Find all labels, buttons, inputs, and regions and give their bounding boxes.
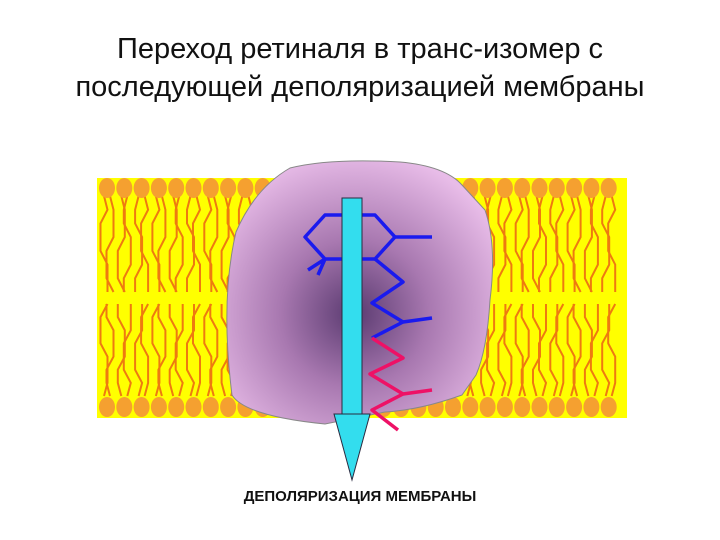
lipid-head: [220, 178, 237, 198]
lipid-head: [583, 178, 600, 198]
lipid-tail: [140, 195, 150, 292]
lipid-head: [133, 178, 150, 198]
lipid-tail: [572, 195, 582, 293]
lipid-tail: [520, 195, 530, 293]
slide-title: Переход ретиналя в транс-изомер с послед…: [0, 30, 720, 106]
lipid-tail: [105, 195, 115, 293]
lipid-tail: [607, 195, 617, 292]
lipid-tail: [174, 195, 184, 292]
title-line-2: последующей деполяризацией мембраны: [75, 71, 645, 103]
lipid-head: [237, 178, 254, 198]
lipid-head: [479, 397, 496, 417]
lipid-head: [202, 178, 219, 198]
lipid-head: [531, 397, 548, 417]
lipid-head: [220, 397, 237, 417]
lipid-tail: [192, 195, 202, 292]
lipid-head: [548, 178, 565, 198]
lipid-head: [202, 397, 219, 417]
lipid-head: [150, 397, 167, 417]
lipid-head: [99, 178, 115, 198]
lipid-tail: [607, 303, 617, 397]
lipid-head: [168, 178, 185, 198]
lipid-head: [185, 397, 202, 417]
depolarization-arrow: [333, 197, 371, 482]
lipid-tail: [157, 304, 167, 397]
lipid-head: [531, 178, 548, 198]
lipid-head: [600, 397, 617, 417]
lipid-head: [150, 178, 167, 198]
lipid-tail: [174, 304, 184, 397]
lipid-tail: [503, 303, 513, 397]
lipid-head: [496, 178, 513, 198]
lipid-tail: [192, 303, 201, 397]
lipid-tail: [589, 195, 599, 292]
lipid-head: [548, 397, 565, 417]
retinal-trans-chain: [368, 336, 433, 432]
lipid-head: [168, 397, 185, 417]
lipid-head: [133, 397, 150, 417]
lipid-head: [479, 178, 496, 198]
lipid-tail: [503, 195, 513, 292]
lipid-head: [445, 397, 461, 417]
retinal-cis-chain: [303, 213, 433, 340]
lipid-tail: [572, 304, 582, 397]
lipid-tail: [140, 303, 150, 397]
lipid-head: [566, 397, 583, 417]
lipid-tail: [589, 304, 599, 397]
lipid-tail: [122, 304, 132, 397]
lipid-tail: [209, 195, 219, 293]
lipid-head: [496, 397, 513, 417]
lipid-head: [514, 397, 531, 417]
lipid-tail: [105, 304, 115, 397]
lipid-tail: [486, 304, 496, 397]
lipid-head: [566, 178, 583, 198]
lipid-tail: [538, 195, 547, 292]
lipid-head: [583, 397, 600, 417]
lipid-tail: [538, 304, 548, 397]
lipid-tail: [122, 195, 132, 292]
lipid-head: [600, 178, 617, 198]
lipid-head: [116, 178, 133, 198]
lipid-head: [99, 397, 115, 417]
lipid-tail: [209, 304, 219, 397]
caption-depolarization: ДЕПОЛЯРИЗАЦИЯ МЕМБРАНЫ: [243, 488, 477, 505]
lipid-head: [116, 397, 133, 417]
title-line-1: Переход ретиналя в транс-изомер с: [116, 33, 604, 65]
lipid-tail: [555, 195, 565, 292]
lipid-head: [185, 178, 202, 198]
lipid-tail: [157, 195, 167, 293]
lipid-tail: [555, 303, 565, 397]
lipid-tail: [520, 304, 530, 397]
lipid-head: [462, 397, 479, 417]
lipid-head: [514, 178, 531, 198]
